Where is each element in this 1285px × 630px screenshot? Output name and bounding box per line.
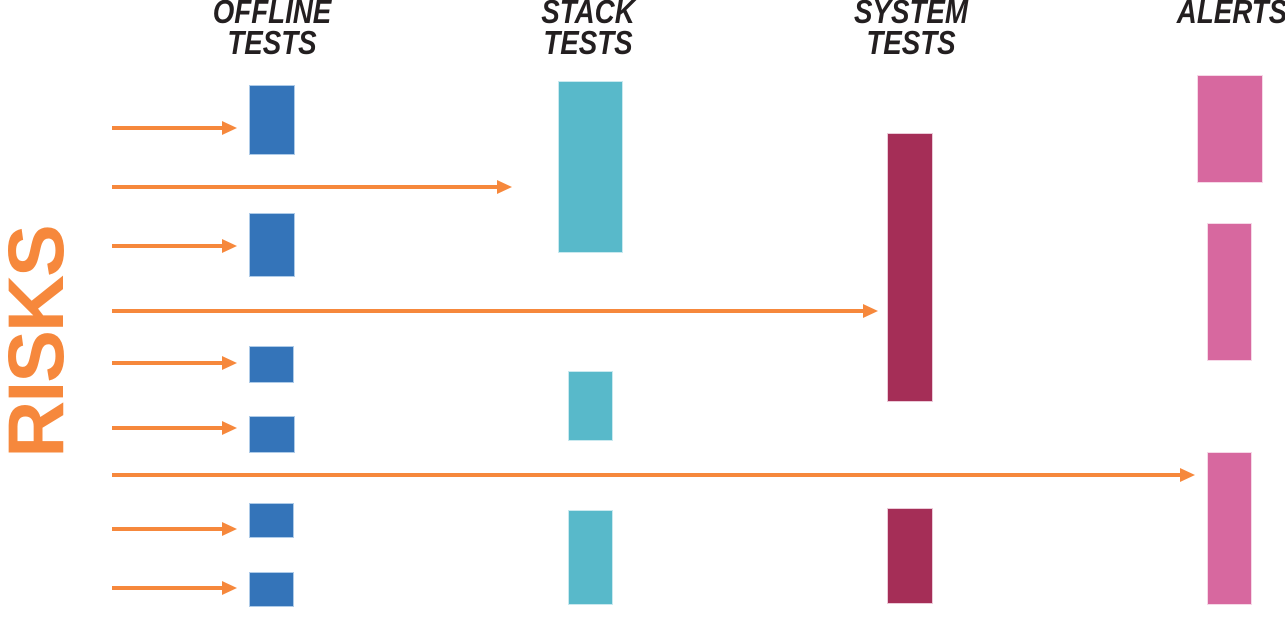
arrowhead-icon <box>222 239 237 253</box>
arrowhead-icon <box>222 522 237 536</box>
system-tests-bar <box>887 133 933 402</box>
alerts-bar <box>1207 452 1252 605</box>
arrowhead-icon <box>222 421 237 435</box>
risk-arrow-to-offline-tests <box>112 244 222 248</box>
arrowhead-icon <box>222 356 237 370</box>
arrowhead-icon <box>1180 468 1195 482</box>
risk-arrow-to-system-tests <box>112 309 863 313</box>
column-header-line: TESTS <box>866 24 956 61</box>
risks-axis-label: RISKS <box>0 226 80 458</box>
offline-tests-bar <box>249 572 294 607</box>
risk-arrow-to-offline-tests <box>112 361 222 365</box>
offline-tests-bar <box>249 85 295 155</box>
column-header-system-tests: SYSTEM TESTS <box>819 0 1004 61</box>
offline-tests-bar <box>249 503 294 538</box>
column-header-line: SYSTEM <box>853 0 968 30</box>
column-header-line: STACK <box>541 0 635 30</box>
arrowhead-icon <box>497 180 512 194</box>
stack-tests-bar <box>568 510 613 605</box>
column-header-alerts: ALERTS <box>1140 0 1285 30</box>
alerts-bar <box>1197 75 1263 183</box>
arrowhead-icon <box>863 304 878 318</box>
column-header-offline-tests: OFFLINE TESTS <box>180 0 365 61</box>
offline-tests-bar <box>249 416 295 453</box>
stack-tests-bar <box>568 371 613 441</box>
alerts-bar <box>1207 223 1252 361</box>
risk-arrow-to-offline-tests <box>112 426 222 430</box>
column-header-line: ALERTS <box>1176 0 1285 30</box>
risk-arrow-to-offline-tests <box>112 126 222 130</box>
offline-tests-bar <box>249 346 294 383</box>
stack-tests-bar <box>558 81 623 253</box>
risk-arrow-to-offline-tests <box>112 586 222 590</box>
risk-arrow-to-alerts <box>112 473 1180 477</box>
arrowhead-icon <box>222 581 237 595</box>
offline-tests-bar <box>249 213 295 277</box>
column-header-line: TESTS <box>227 24 317 61</box>
column-header-line: TESTS <box>543 24 633 61</box>
risk-arrow-to-offline-tests <box>112 527 222 531</box>
column-header-stack-tests: STACK TESTS <box>496 0 681 61</box>
system-tests-bar <box>887 508 933 604</box>
arrowhead-icon <box>222 121 237 135</box>
column-header-line: OFFLINE <box>212 0 332 30</box>
risk-arrow-to-stack-tests <box>112 185 497 189</box>
